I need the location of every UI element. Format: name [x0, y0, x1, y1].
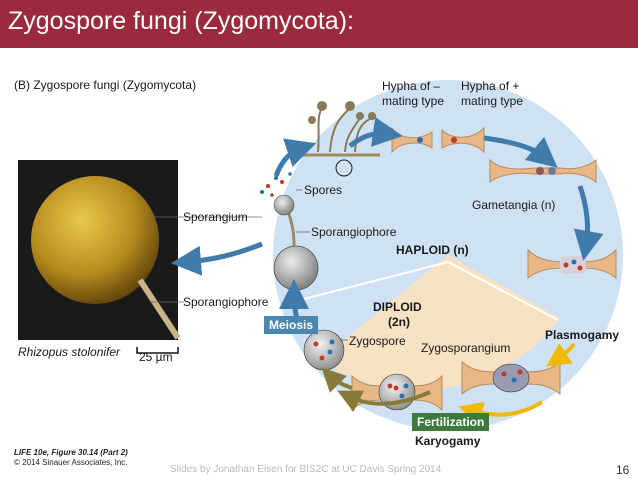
zygosporangium-icon [461, 360, 561, 396]
gametangia-label: Gametangia (n) [472, 198, 556, 212]
hypha-plus-label-line2: mating type [461, 94, 524, 108]
hypha-minus-label-line1: Hypha of – [382, 79, 441, 93]
footer-text: Slides by Jonathan Eisen for BIS2C at UC… [170, 464, 442, 475]
haploid-label: HAPLOID (n) [396, 243, 469, 257]
hypha-minus-label-line2: mating type [382, 94, 445, 108]
scale-label: 25 µm [139, 350, 173, 364]
karyogamy-label: Karyogamy [415, 434, 481, 448]
arrow-to-zygospore [337, 390, 431, 413]
arrow-zygospore-up [321, 367, 353, 393]
scale-bar [136, 347, 179, 354]
diploid-label-line1: DIPLOID [373, 300, 422, 314]
arrow-to-plasmogamy [573, 185, 604, 261]
hypha-plus-icon [441, 126, 485, 154]
arrow-to-micrograph [171, 241, 263, 276]
spores-label: Spores [304, 183, 343, 197]
zygospore-label: Zygospore [349, 334, 406, 348]
gametangia-icon [489, 158, 597, 184]
arrow-to-hyphae [348, 117, 403, 148]
slide-title: Zygospore fungi (Zygomycota): [8, 7, 354, 35]
hypha-plus-label-line1: Hypha of + [461, 79, 520, 93]
figure-credit-line1: LIFE 10e, Figure 30.14 (Part 2) [14, 448, 128, 457]
mature-sporangium-icon [273, 245, 319, 291]
arrow-fertilization [458, 400, 544, 425]
meiosis-tag: Meiosis [264, 316, 319, 334]
diploid-label-line2: (2n) [388, 315, 410, 329]
hypha-minus-icon [391, 126, 433, 154]
zygospore-icon [303, 329, 345, 371]
zygosporangium-label: Zygosporangium [421, 341, 511, 355]
arrow-to-gametangia [483, 135, 558, 168]
sporangium-icon [273, 194, 295, 216]
micrograph-stalk [137, 278, 181, 340]
panel-label: (B) Zygospore fungi (Zygomycota) [14, 78, 197, 92]
sporangiophore-label-left: Sporangiophore [183, 295, 269, 309]
sporangium-label: Sporangium [183, 210, 248, 224]
figure-credit-line2: © 2014 Sinauer Associates, Inc. [14, 458, 128, 467]
arrow-to-sporangia [273, 138, 317, 177]
arrow-plasmogamy-down [546, 342, 576, 367]
fertilization-tag: Fertilization [412, 413, 490, 431]
title-bar: Zygospore fungi (Zygomycota): [0, 0, 638, 48]
sporangiophore-label-right: Sporangiophore [311, 225, 397, 239]
species-label: Rhizopus stolonifer [18, 345, 121, 359]
slide-number: 16 [616, 463, 630, 477]
rhizopus-sporangium-micrograph [31, 176, 159, 304]
plasmogamy-label: Plasmogamy [545, 328, 620, 342]
